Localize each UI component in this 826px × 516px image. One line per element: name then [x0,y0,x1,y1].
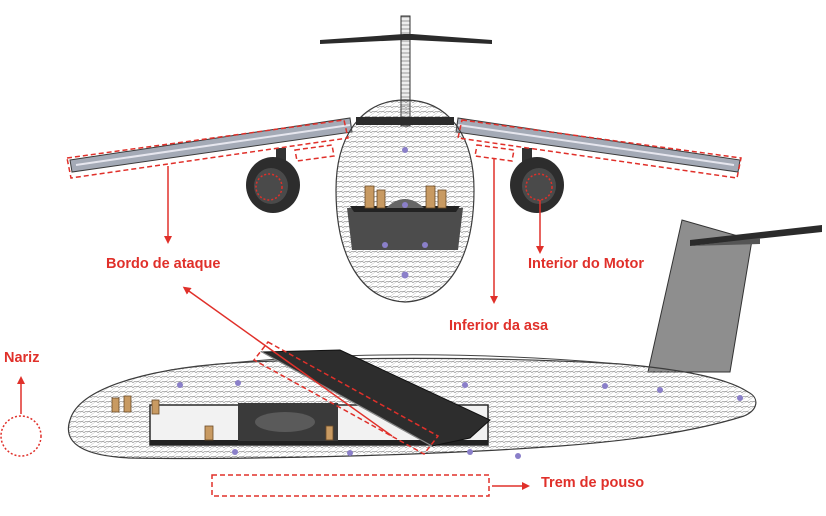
leading-edge-side-arrow [182,286,393,437]
front-view-aircraft [69,15,741,303]
label-landing-gear: Trem de pouso [541,475,645,491]
wing-underside-right-box [474,144,515,162]
nose-marker [0,415,42,457]
front-horizontal-stabilizer [320,34,492,44]
right-engine [510,157,564,213]
engine-interior-right-marker [525,173,553,201]
wing-underside-left-box [294,144,335,162]
leading-edge-left-box [66,119,349,179]
landing-gear-box [211,474,490,497]
engine-interior-left-marker [255,173,283,201]
leading-edge-right-box [457,119,742,179]
front-cargo-floor [347,208,463,250]
left-engine [246,157,300,213]
annotation-arrows [17,158,544,490]
leading-edge-side-box [252,341,440,455]
annotation-regions [0,119,742,497]
label-nose: Nariz [4,350,40,366]
label-leading-edge: Bordo de ataque [106,256,221,272]
label-wing-underside: Inferior da asa [449,318,549,334]
side-view-aircraft [67,219,822,460]
label-engine-interior: Interior do Motor [528,256,644,272]
